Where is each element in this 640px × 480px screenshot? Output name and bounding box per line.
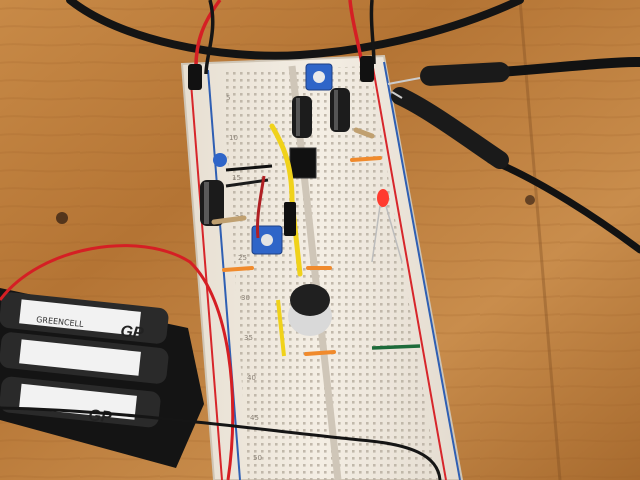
orange-resistor	[304, 350, 336, 356]
resistor-lead	[353, 127, 375, 139]
aa-battery	[0, 332, 169, 384]
battery-brand: GP	[88, 407, 113, 426]
red-led	[371, 189, 403, 263]
battery-black-wire	[0, 406, 442, 480]
black-jumper-vertical	[284, 202, 296, 236]
rail-blue-right	[383, 61, 461, 480]
row-number: 50	[253, 454, 262, 462]
battery-brand: GP	[120, 323, 145, 342]
black-jumper	[225, 178, 269, 188]
orange-resistor	[222, 266, 254, 272]
wire-pin	[188, 64, 202, 90]
electret-microphone	[288, 284, 332, 336]
yellow-jumper-short	[276, 299, 286, 357]
table-seam	[518, 0, 562, 480]
wire-pin	[360, 56, 374, 82]
rail-red-left	[189, 69, 223, 480]
green-jumper	[371, 344, 421, 350]
ceramic-capacitor-blue	[213, 153, 227, 167]
row-number: 40	[247, 374, 256, 382]
row-number: 30	[241, 294, 250, 302]
row-number: 25	[238, 254, 247, 262]
resistor-lead	[211, 215, 247, 225]
oscilloscope-probe-lower	[391, 87, 640, 254]
row-number: 15	[232, 174, 241, 182]
aa-battery: GP GREENCELL	[0, 292, 169, 344]
row-number-labels: 5 10 15 20 25 30 35 40 45 50	[226, 94, 262, 462]
wood-knot	[525, 195, 535, 205]
wood-knot	[56, 212, 68, 224]
battery-holder: GP GREENCELL GP	[0, 288, 204, 468]
electrolytic-capacitor	[292, 96, 312, 138]
ic-chip	[289, 147, 317, 179]
black-cable-top	[66, 0, 524, 60]
electrolytic-capacitor-left	[200, 180, 224, 226]
yellow-jumper-wire	[269, 123, 303, 277]
row-number: 45	[250, 414, 259, 422]
electrolytic-capacitor	[330, 88, 350, 132]
rail-red-right	[371, 61, 447, 480]
black-wire-top-left	[204, 0, 215, 75]
orange-resistor	[350, 156, 382, 162]
blue-trimmer-top	[305, 63, 333, 91]
black-jumper	[225, 164, 273, 172]
red-wire-top-left	[194, 0, 222, 73]
oscilloscope-probe-upper	[387, 57, 640, 86]
blue-trimmer-middle	[251, 225, 283, 255]
row-number: 35	[244, 334, 253, 342]
rail-blue-left	[207, 69, 241, 480]
red-jumper	[256, 175, 266, 239]
battery-red-wire	[0, 244, 235, 480]
row-number: 5	[226, 94, 230, 102]
row-number: 10	[229, 134, 238, 142]
